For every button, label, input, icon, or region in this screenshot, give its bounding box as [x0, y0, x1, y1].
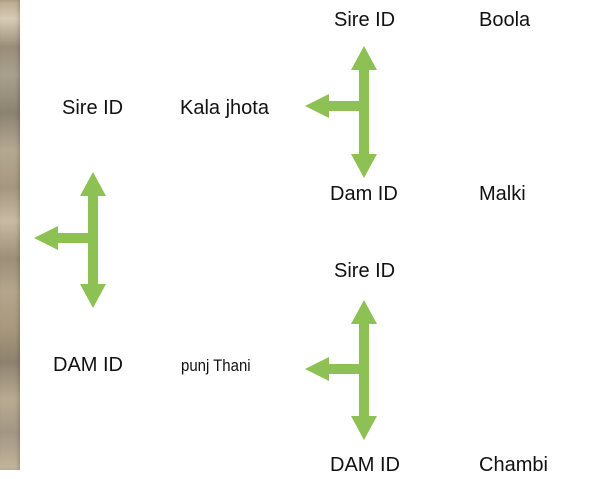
sire-parent-dam-name: Malki	[479, 183, 526, 205]
dam-parents-tri-arrow-icon	[305, 300, 377, 440]
dam-parent-sire-label: Sire ID	[334, 260, 396, 282]
dam-parent-dam-name: Chambi	[479, 454, 548, 476]
sire-parent-sire-label: Sire ID	[334, 9, 396, 31]
root-tri-arrow-icon	[34, 172, 106, 308]
background-photo-edge	[0, 0, 20, 470]
sire-parents-tri-arrow-icon	[305, 46, 377, 178]
sire-parent-sire-name: Boola	[479, 9, 531, 31]
dam-parent-dam-label: DAM ID	[330, 454, 400, 476]
root-sire-name: Kala jhota	[180, 97, 269, 119]
root-sire-label: Sire ID	[62, 97, 124, 119]
root-dam-name: punj Thani	[181, 356, 251, 375]
sire-parent-dam-label: Dam ID	[330, 183, 398, 205]
root-dam-label: DAM ID	[53, 354, 123, 376]
